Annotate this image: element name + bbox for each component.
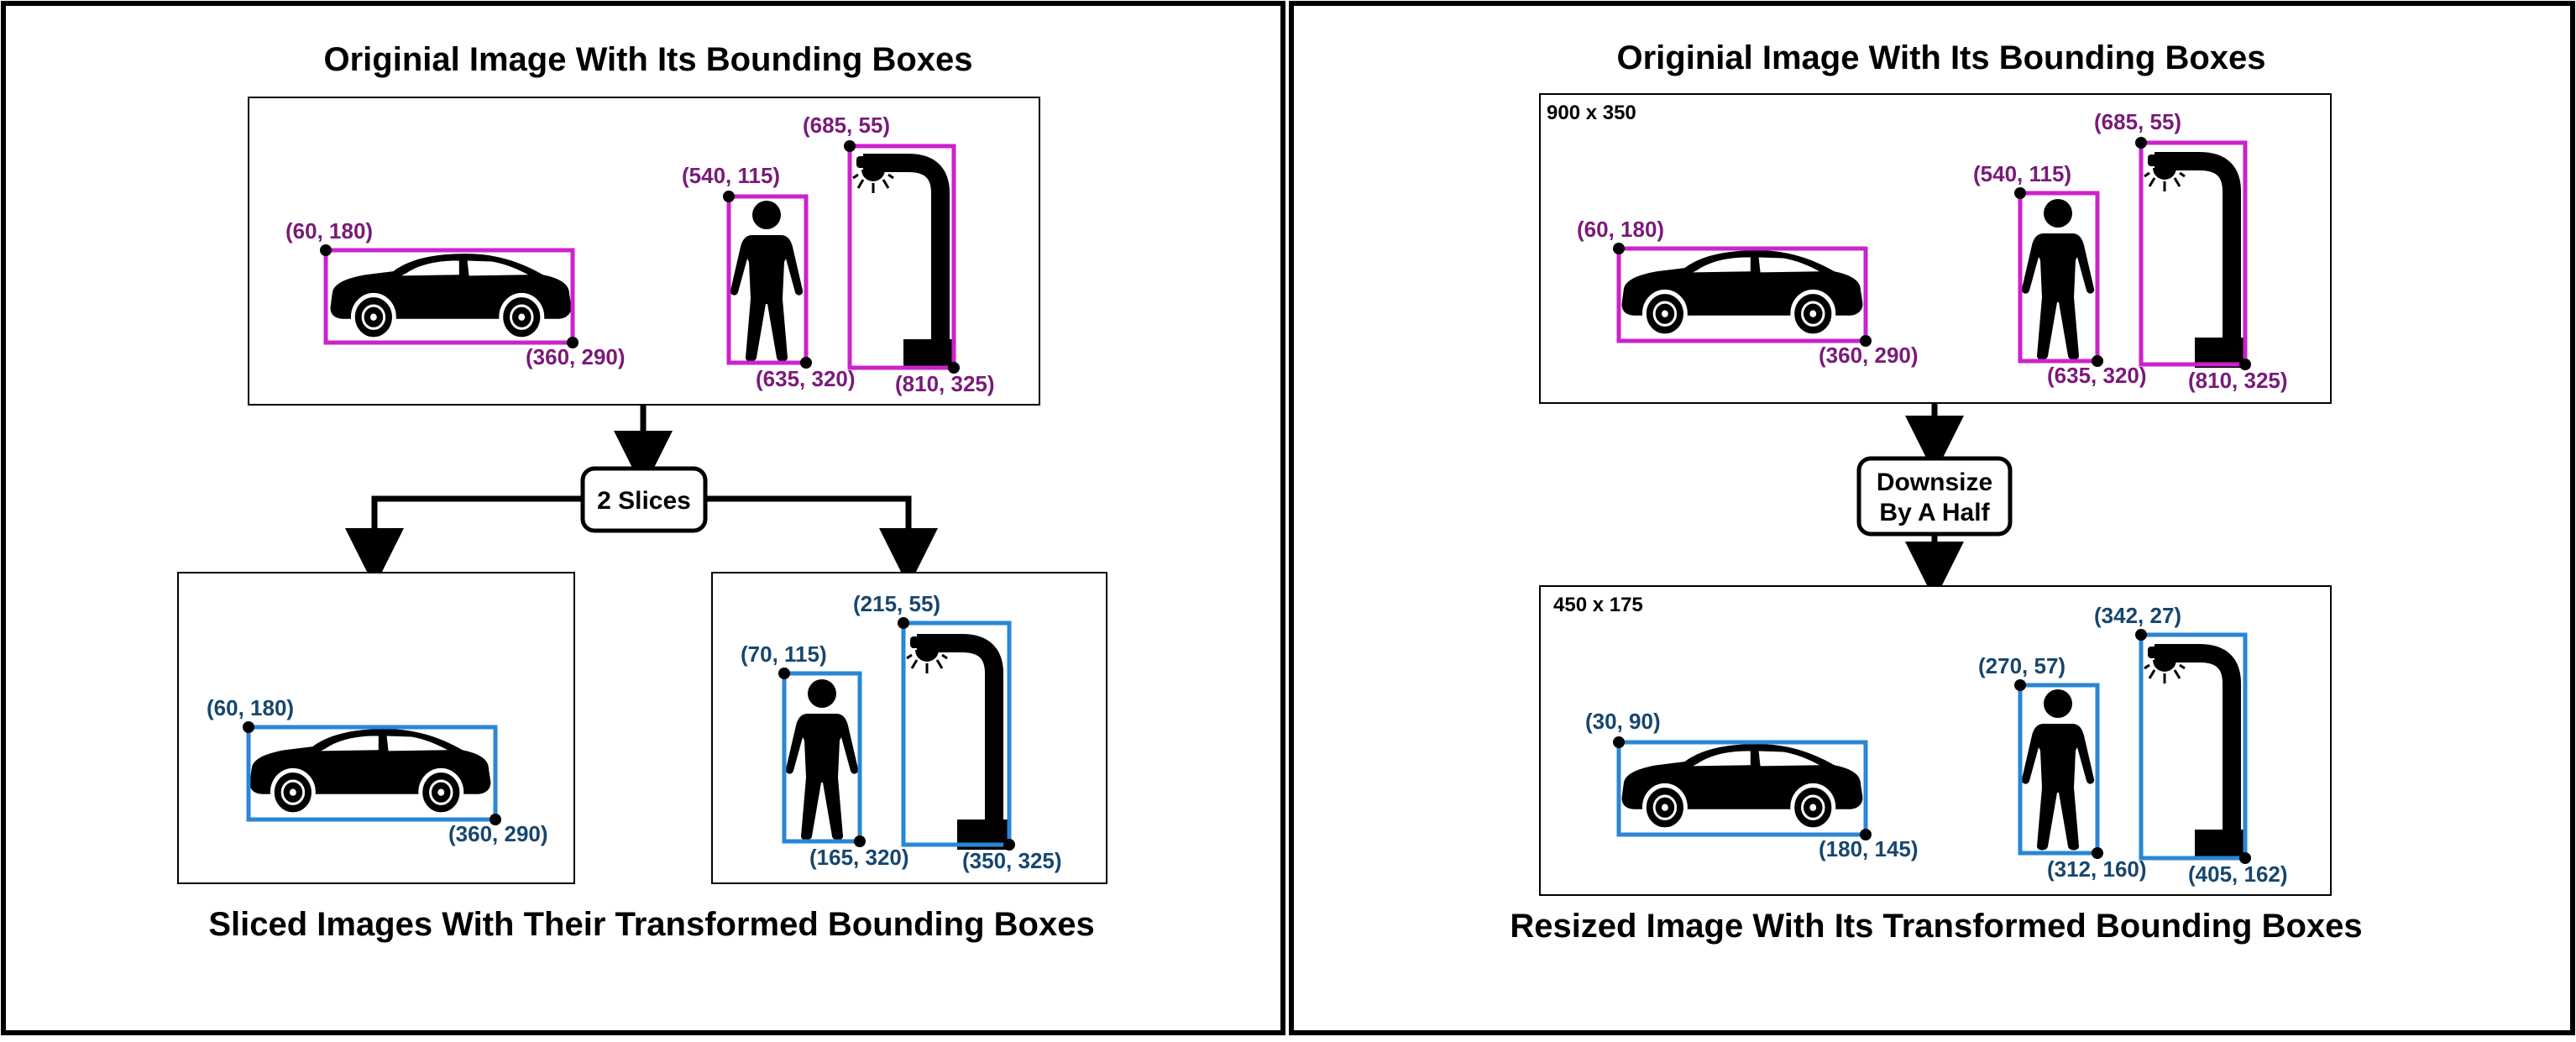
person-top-left-label: (270, 57): [1978, 653, 2066, 678]
corner-point: [243, 721, 254, 733]
lamp-bounding-box: [2139, 140, 2248, 367]
car-bottom-right-label: (360, 290): [526, 344, 626, 369]
corner-point: [2092, 847, 2103, 859]
person-bottom-right-label: (165, 320): [809, 845, 909, 870]
corner-point: [2014, 679, 2026, 691]
corner-point: [2239, 852, 2251, 864]
corner-point: [1613, 736, 1625, 748]
downsize-step-label-line-1: Downsize: [1877, 469, 1992, 496]
arrow-to-slice-1: [345, 495, 583, 587]
original-size-label: 900 x 350: [1547, 102, 1636, 124]
person-bottom-right-label: (635, 320): [2047, 363, 2147, 388]
car-bottom-right-label: (360, 290): [1819, 343, 1919, 368]
car-top-left-label: (30, 90): [1585, 709, 1661, 734]
downsize-step-label-line-2: By A Half: [1879, 499, 1990, 526]
person-bottom-right-label: (635, 320): [756, 366, 856, 391]
car-bottom-right-label: (360, 290): [448, 821, 548, 846]
lamp-top-left-label: (342, 27): [2094, 603, 2181, 628]
person-bounding-box: [2018, 191, 2100, 364]
corner-point: [854, 835, 866, 847]
person-top-left-label: (70, 115): [741, 641, 827, 667]
lamp-bounding-box: [901, 620, 1012, 847]
resized-size-label: 450 x 175: [1553, 594, 1643, 616]
right-panel-frame: [1289, 1, 2575, 1035]
corner-point: [2092, 355, 2103, 367]
corner-point: [1860, 829, 1872, 840]
lamp-bottom-right-label: (810, 325): [895, 371, 995, 396]
car-top-left-label: (60, 180): [207, 695, 294, 720]
corner-point: [567, 337, 579, 348]
car-bounding-box: [246, 725, 498, 822]
left-panel-title: Originial Image With Its Bounding Boxes: [323, 41, 972, 78]
corner-point: [490, 814, 501, 825]
right-panel-title: Originial Image With Its Bounding Boxes: [1616, 39, 2265, 76]
corner-point: [1613, 243, 1625, 254]
slice-2-frame: [711, 572, 1107, 884]
slice-2-image: (70, 115) (165, 320) (215, 55) (350, 325…: [711, 572, 1107, 884]
car-bounding-box: [1616, 740, 1868, 837]
car-bounding-box: [323, 248, 575, 345]
lamp-bottom-right-label: (405, 162): [2188, 861, 2288, 887]
corner-point: [948, 362, 960, 374]
arrow-to-slice-2: [705, 495, 938, 587]
person-bounding-box: [2018, 683, 2100, 856]
slices-step-box: [580, 466, 708, 533]
person-bounding-box: [782, 671, 862, 844]
car-bounding-box: [1616, 246, 1868, 343]
corner-point: [320, 244, 332, 256]
lamp-bounding-box: [2139, 632, 2248, 861]
resized-image: 450 x 175 (30, 90) (180, 145) (270, 57) …: [1539, 585, 2332, 896]
lamp-bottom-right-label: (350, 325): [962, 848, 1062, 873]
slice-1-image: (60, 180) (360, 290): [177, 572, 575, 884]
person-bottom-right-label: (312, 160): [2047, 856, 2147, 882]
corner-point: [2239, 359, 2251, 370]
corner-point: [2135, 137, 2147, 149]
lamp-top-left-label: (685, 55): [803, 113, 890, 138]
corner-point: [2014, 187, 2026, 199]
lamp-top-left-label: (215, 55): [853, 591, 940, 616]
corner-point: [1003, 839, 1015, 851]
lamp-bottom-right-label: (810, 325): [2188, 368, 2288, 393]
slices-step-label: 2 Slices: [597, 487, 691, 515]
person-top-left-label: (540, 115): [682, 163, 780, 188]
corner-point: [723, 191, 735, 202]
car-top-left-label: (60, 180): [285, 218, 373, 243]
corner-point: [2135, 629, 2147, 641]
lamp-bounding-box: [847, 144, 956, 370]
corner-point: [844, 140, 856, 152]
right-original-image: 900 x 350 (60, 180) (360, 290) (540, 115…: [1539, 93, 2332, 404]
corner-point: [1860, 335, 1872, 347]
corner-point: [898, 617, 909, 629]
left-original-image: (60, 180) (360, 290) (540, 115) (635, 32…: [248, 97, 1040, 406]
corner-point: [800, 357, 812, 369]
car-bottom-right-label: (180, 145): [1819, 836, 1919, 861]
left-panel-frame: [1, 1, 1285, 1035]
lamp-top-left-label: (685, 55): [2094, 109, 2181, 134]
right-panel-caption: Resized Image With Its Transformed Bound…: [1510, 908, 2362, 945]
person-bounding-box: [726, 194, 809, 365]
person-top-left-label: (540, 115): [1973, 161, 2071, 186]
left-panel-caption: Sliced Images With Their Transformed Bou…: [208, 906, 1094, 943]
corner-point: [778, 668, 790, 679]
car-top-left-label: (60, 180): [1577, 217, 1664, 242]
